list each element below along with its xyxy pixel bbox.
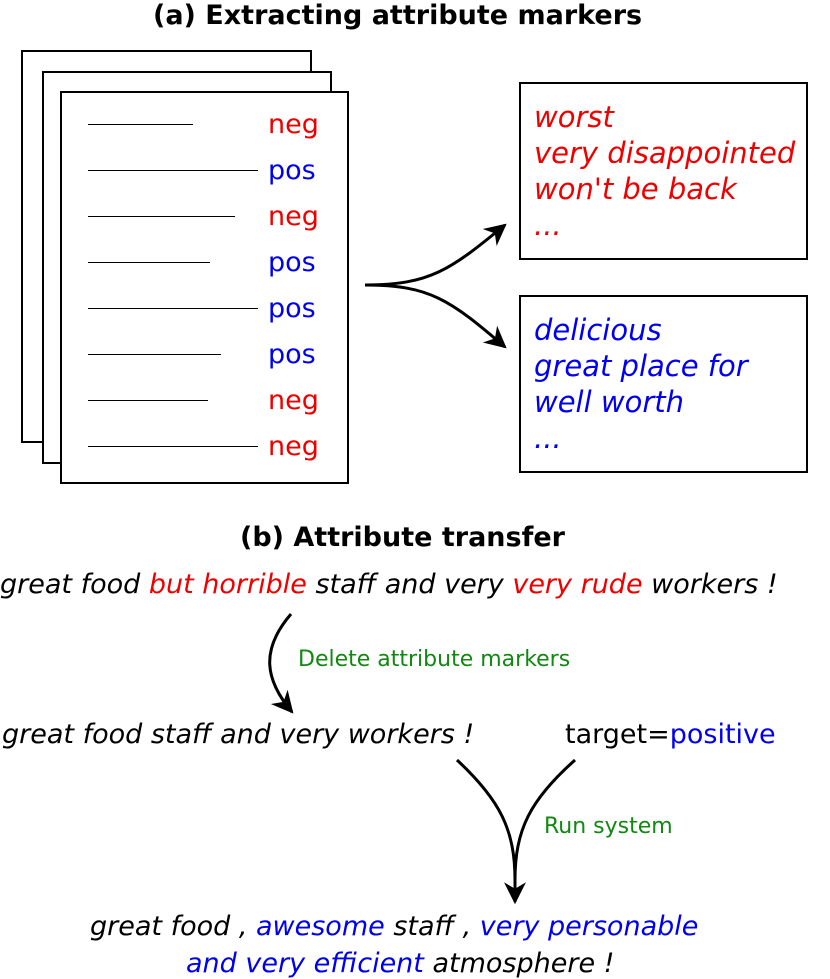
delete-arrow: [268, 613, 294, 714]
output-line-2: and very efficient atmosphere !: [186, 950, 614, 977]
negative-marker: but horrible: [148, 569, 307, 600]
positive-marker: awesome: [256, 911, 385, 942]
row-label: neg: [268, 385, 319, 416]
marker-item: worst: [534, 100, 614, 134]
delete-step-label: Delete attribute markers: [298, 647, 571, 672]
sentence-placeholder: [88, 216, 235, 217]
marker-item: won't be back: [534, 172, 737, 206]
row-label: neg: [268, 201, 319, 232]
row-label: pos: [268, 155, 316, 186]
positive-markers-box: [519, 295, 808, 473]
row-label: neg: [268, 109, 319, 140]
output-line-1: great food , awesome staff , very person…: [90, 913, 698, 940]
output-text: atmosphere !: [423, 948, 615, 979]
marker-item: very disappointed: [534, 136, 796, 170]
positive-marker: very personable: [479, 911, 699, 942]
marker-item: great place for: [534, 349, 748, 383]
target-value: positive: [669, 719, 776, 750]
row-label: pos: [268, 293, 316, 324]
source-sentence: great food but horrible staff and very v…: [0, 571, 778, 598]
sentence-placeholder: [88, 170, 258, 171]
source-text: workers !: [642, 569, 778, 600]
row-label: pos: [268, 339, 316, 370]
marker-item: ...: [534, 421, 562, 455]
sentence-placeholder: [88, 354, 221, 355]
marker-item: well worth: [534, 385, 685, 419]
sentence-placeholder: [88, 308, 258, 309]
negative-markers-list: worst very disappointed won't be back ..…: [534, 99, 795, 243]
content-sentence: great food staff and very workers !: [2, 719, 475, 750]
source-text: great food: [0, 569, 149, 600]
row-label: neg: [268, 431, 319, 462]
arrow-to-positive-markers: [364, 283, 507, 349]
positive-marker: and very efficient: [186, 948, 424, 979]
target-prefix: target=: [565, 719, 670, 750]
negative-markers-box: [519, 82, 808, 260]
arrow-to-negative-markers: [364, 223, 507, 287]
positive-markers-list: delicious great place for well worth ...: [534, 312, 748, 456]
output-text: great food ,: [90, 911, 256, 942]
target-attribute: target=positive: [565, 721, 776, 748]
document-front: [60, 91, 349, 484]
sentence-placeholder: [88, 400, 208, 401]
sentence-placeholder: [88, 124, 193, 125]
merge-arrow-right: [513, 758, 576, 881]
merge-arrow-left: [455, 758, 517, 881]
marker-item: ...: [534, 208, 562, 242]
run-step-label: Run system: [544, 814, 673, 839]
sentence-placeholder: [88, 446, 258, 447]
output-text: staff ,: [384, 911, 480, 942]
negative-marker: very rude: [512, 569, 643, 600]
sentence-placeholder: [88, 262, 210, 263]
part-b-title: (b) Attribute transfer: [240, 522, 565, 553]
source-text: staff and very: [306, 569, 513, 600]
marker-item: delicious: [534, 313, 662, 347]
row-label: pos: [268, 247, 316, 278]
part-a-title: (a) Extracting attribute markers: [153, 0, 643, 31]
